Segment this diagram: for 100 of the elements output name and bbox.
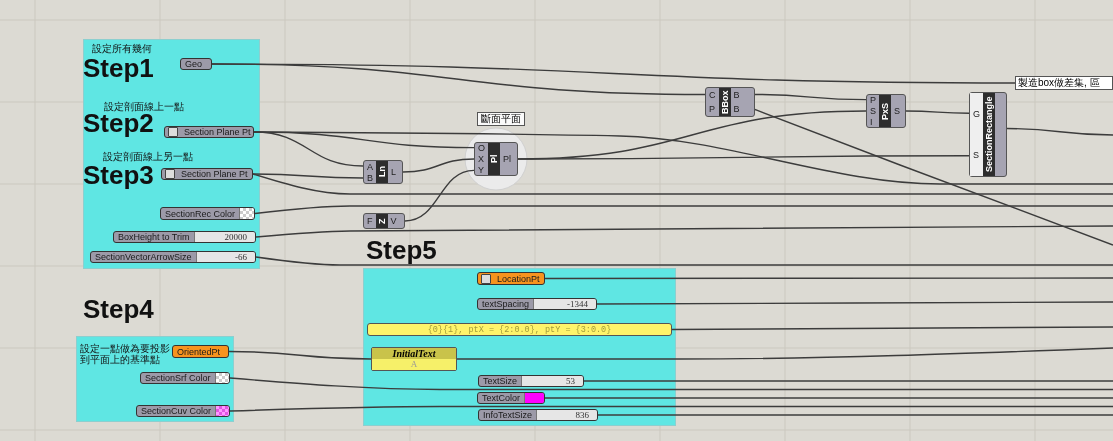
- parameter-label: InfoTextSize: [482, 410, 534, 420]
- component-node: [363, 213, 405, 229]
- parameter-node: [136, 405, 230, 417]
- text-node-value: A: [372, 359, 456, 370]
- parameter-node: [161, 168, 253, 180]
- wire: [517, 155, 970, 160]
- parameter-node: [172, 345, 229, 358]
- wire: [255, 225, 1113, 238]
- parameter-node: [478, 409, 598, 421]
- parameter-label: Geo: [184, 59, 203, 69]
- port-label: P: [870, 95, 876, 106]
- parameter-label: OrientedPt: [176, 346, 222, 357]
- port-label: B: [733, 90, 740, 100]
- component-node: [866, 94, 906, 128]
- group-note: 設定剖面線上另一點: [103, 152, 193, 162]
- port-label: I: [870, 116, 874, 127]
- wire: [597, 414, 1113, 416]
- parameter-node: [90, 251, 256, 263]
- slider-value: 836: [536, 410, 597, 420]
- wire: [456, 347, 1113, 360]
- group-note: 設定剖面線上一點: [104, 102, 184, 112]
- parameter-node: [180, 58, 212, 70]
- component-node: [705, 87, 755, 117]
- wire: [905, 110, 970, 114]
- wire: [228, 350, 372, 360]
- component-name: Ln: [376, 161, 388, 183]
- port-label: A: [367, 161, 373, 172]
- parameter-node: [478, 375, 584, 387]
- text-node-title: InitialText: [372, 348, 456, 359]
- port-label: G: [973, 108, 980, 119]
- parameter-label: textSpacing: [481, 299, 531, 309]
- wire: [754, 108, 1113, 246]
- port-label: F: [367, 216, 373, 226]
- text-node: [371, 347, 457, 371]
- slider-value: 53: [521, 376, 583, 386]
- wire: [544, 397, 1113, 399]
- port-label: V: [390, 216, 397, 226]
- component-node: [363, 160, 403, 184]
- wire: [1006, 127, 1113, 136]
- parameter-node: [160, 207, 255, 220]
- port-label: X: [478, 154, 485, 164]
- parameter-label: Section Plane Pt: [183, 127, 252, 137]
- component-node: [969, 92, 1007, 177]
- parameter-label: SectionSrf Color: [144, 373, 212, 383]
- wire: [229, 377, 1113, 391]
- wire: [596, 301, 1113, 305]
- group-note: 設定一點做為要投影到平面上的基準點: [80, 343, 171, 365]
- parameter-label: LocationPt: [496, 273, 541, 284]
- parameter-label: SectionVectorArrowSize: [94, 252, 193, 262]
- wire: [583, 380, 1113, 382]
- slider-value: -1344: [533, 299, 596, 309]
- port-label: Pl: [503, 154, 512, 164]
- port-label: O: [478, 143, 485, 154]
- component-name: Z: [375, 214, 388, 228]
- port-label: B: [367, 172, 373, 183]
- port-label: C: [709, 90, 716, 100]
- wire: [402, 158, 475, 173]
- step-heading: Step1: [83, 55, 154, 81]
- parameter-node: [477, 298, 597, 310]
- parameter-label: TextSize: [482, 376, 518, 386]
- wire: [404, 169, 475, 222]
- parameter-node: [164, 126, 254, 138]
- wire: [544, 277, 1113, 280]
- port-label: Y: [478, 164, 485, 175]
- port-label: L: [391, 167, 397, 177]
- wire: [252, 173, 364, 179]
- wire: [254, 205, 1113, 215]
- port-label: B: [733, 104, 740, 114]
- port-label: S: [870, 106, 876, 116]
- slider-value: -66: [195, 252, 255, 262]
- parameter-label: BoxHeight to Trim: [117, 232, 191, 242]
- wire: [754, 93, 867, 101]
- wire: [255, 256, 1113, 266]
- wire: [253, 131, 1113, 185]
- component-name: BBox: [718, 88, 731, 116]
- component-name: PxS: [879, 95, 891, 127]
- wire: [252, 173, 1113, 195]
- note-panel: 製造box做差集, 區: [1015, 76, 1113, 90]
- wire: [671, 326, 1113, 331]
- parameter-label: SectionCuv Color: [140, 406, 213, 416]
- step-heading: Step4: [83, 296, 154, 322]
- parameter-label: Section Plane Pt: [180, 169, 249, 179]
- step-heading: Step3: [83, 162, 154, 188]
- component-node: [474, 142, 518, 176]
- port-label: P: [709, 104, 716, 114]
- parameter-node: [140, 372, 230, 384]
- step-heading: Step5: [366, 237, 437, 263]
- parameter-label: SectionRec Color: [164, 208, 237, 219]
- parameter-node: [113, 231, 256, 243]
- parameter-node: [477, 272, 545, 285]
- group-note: 設定所有幾何: [92, 44, 152, 54]
- component-name: SectionRectangle: [983, 93, 995, 176]
- port-label: S: [894, 106, 901, 116]
- text-panel: {0}{1}, ptX = {2:0.0}, ptY = {3:0.0}: [367, 323, 672, 336]
- parameter-label: TextColor: [481, 393, 521, 403]
- slider-value: 20000: [193, 232, 255, 242]
- parameter-node: [477, 392, 545, 404]
- component-tag: 斷面平面: [477, 112, 525, 126]
- wire: [211, 63, 1016, 84]
- wire: [229, 405, 1113, 412]
